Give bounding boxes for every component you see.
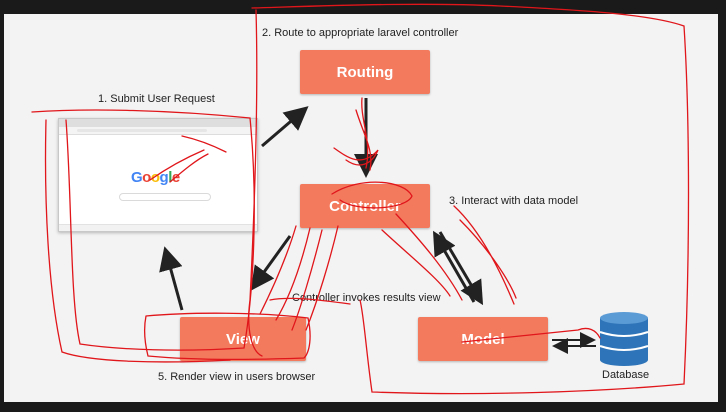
arrow-view-to-browser <box>159 246 184 311</box>
arrow-controller-to-view <box>250 235 292 291</box>
step2-label: 2. Route to appropriate laravel controll… <box>262 27 459 39</box>
step1-label: 1. Submit User Request <box>98 93 215 105</box>
step5-label: 5. Render view in users browser <box>158 371 316 383</box>
model-box: Model <box>418 317 548 361</box>
browser-footer <box>59 224 257 231</box>
arrow-browser-to-routing <box>261 106 309 148</box>
browser-tabbar <box>59 119 257 127</box>
database-label: Database <box>602 369 650 381</box>
routing-box: Routing <box>300 50 430 94</box>
view-box: View <box>180 317 306 361</box>
step3-label: 3. Interact with data model <box>449 195 579 207</box>
search-box <box>119 193 211 201</box>
database-icon <box>599 312 649 366</box>
browser-window: Google <box>58 118 258 232</box>
browser-urlbar <box>59 127 257 135</box>
arrow-model-to-controller <box>433 230 476 303</box>
red-annotations <box>31 3 690 395</box>
